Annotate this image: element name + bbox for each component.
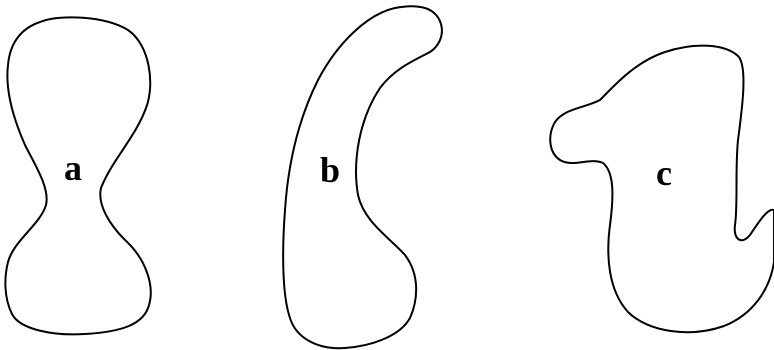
shape-c-label: c <box>656 153 672 193</box>
shape-a: a <box>4 16 152 336</box>
shape-c: c <box>549 44 774 334</box>
shape-a-label: a <box>64 148 82 188</box>
shape-b-label: b <box>320 150 340 190</box>
shape-b-outline <box>282 5 443 350</box>
shape-a-outline <box>4 16 152 336</box>
shape-b: b <box>282 5 443 350</box>
shape-c-outline <box>549 44 774 334</box>
